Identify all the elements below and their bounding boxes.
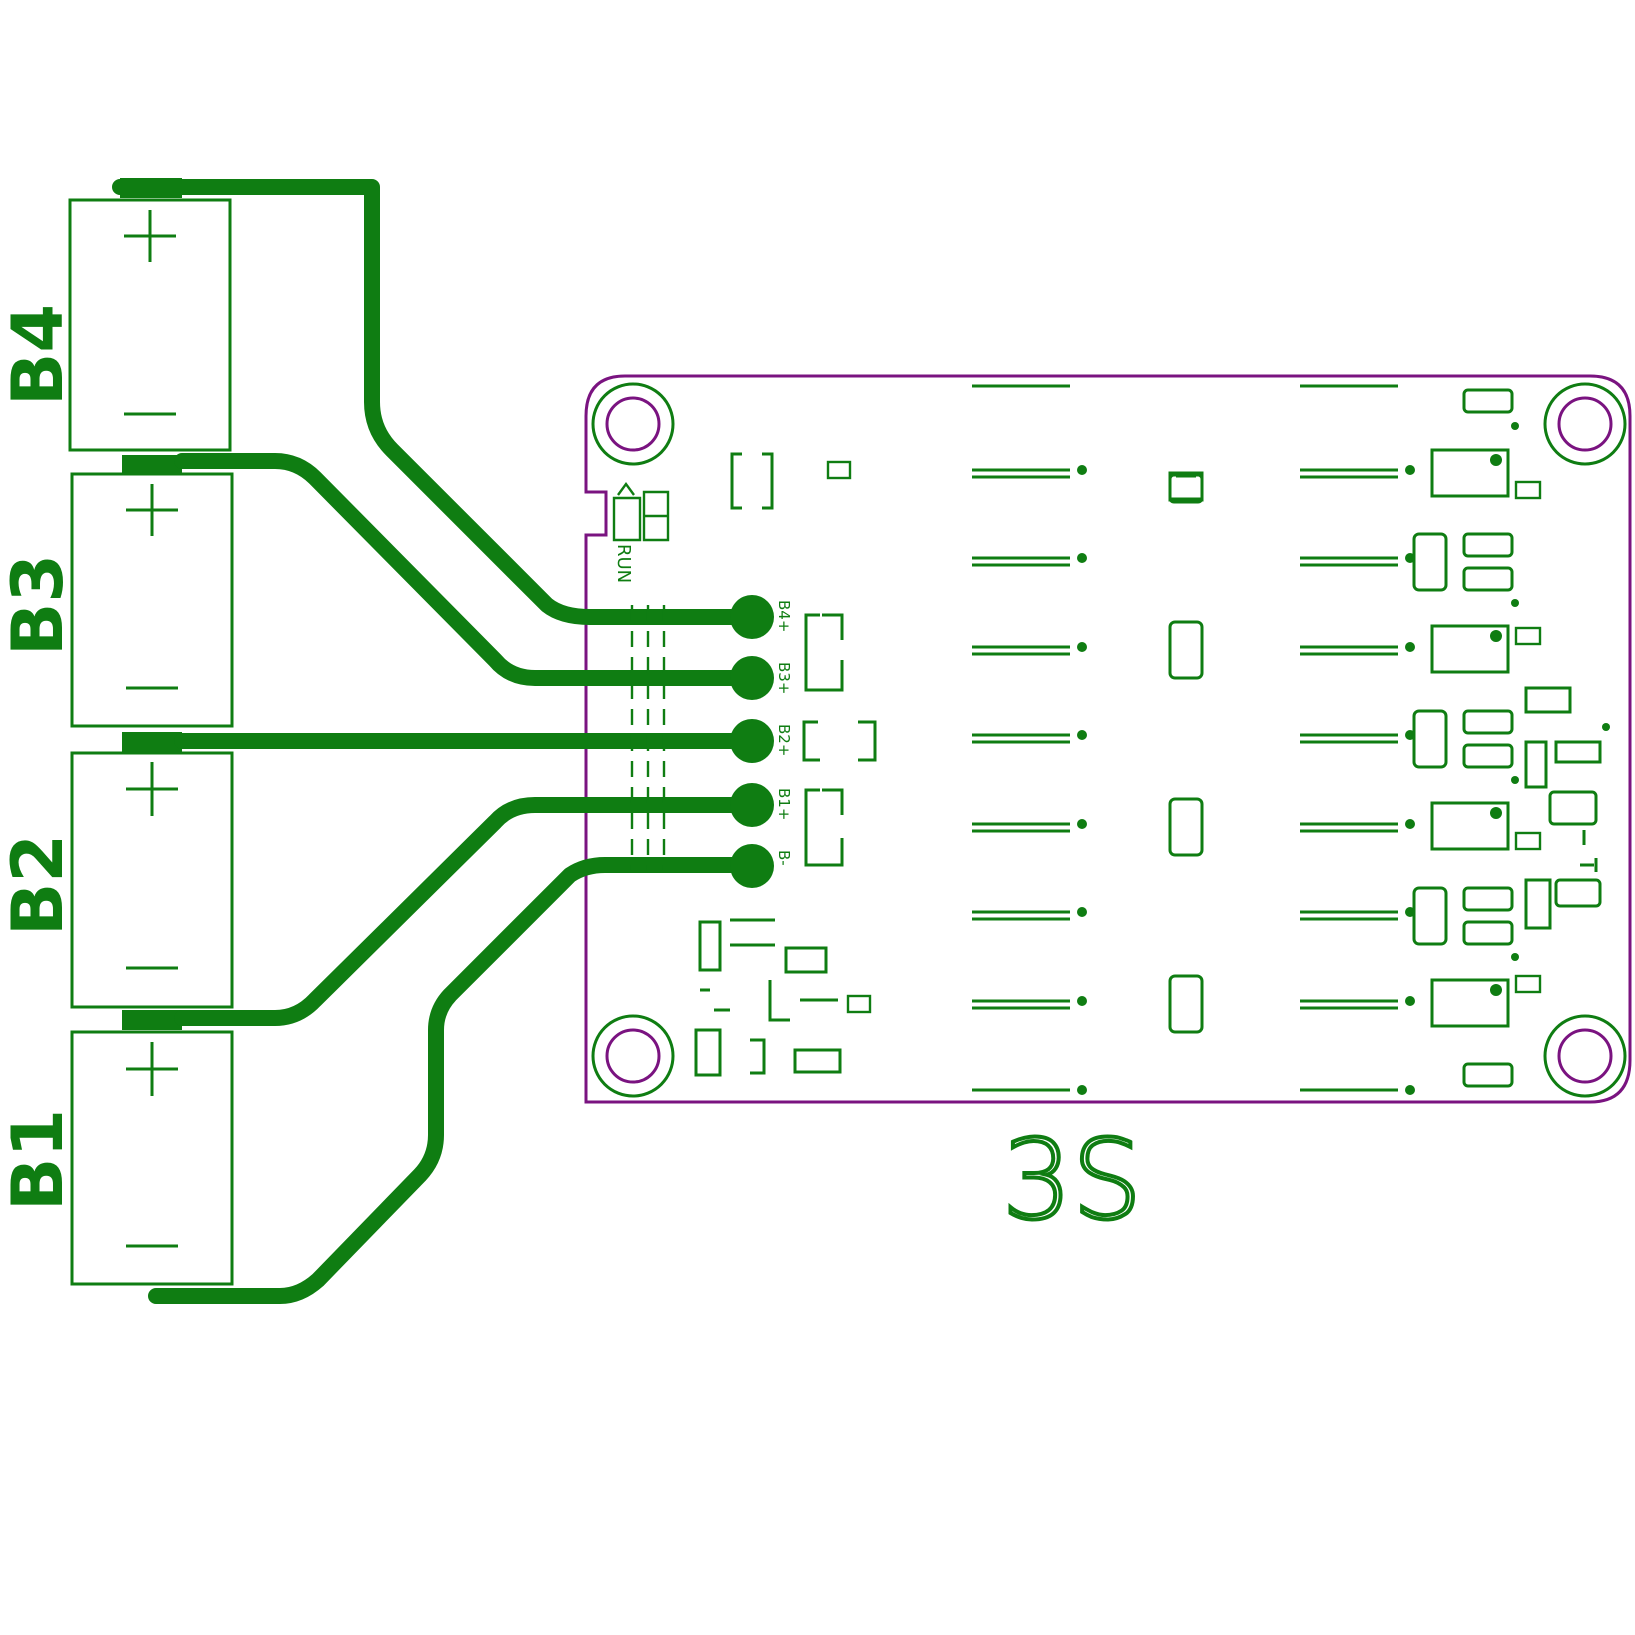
mounting-hole-bottom-right bbox=[1543, 1014, 1627, 1098]
battery-cell-b2 bbox=[70, 732, 234, 1009]
mosfet-pin-dots bbox=[1077, 465, 1415, 1095]
mosfet-array bbox=[972, 384, 1398, 1092]
config-label: 3S bbox=[1002, 1116, 1142, 1244]
center-capacitors bbox=[1168, 471, 1204, 1034]
component-r-b4-top bbox=[822, 613, 844, 640]
cell-label-b4: B4 bbox=[0, 304, 79, 406]
wire-b4-plus bbox=[112, 179, 760, 625]
mounting-hole-bottom-left bbox=[591, 1014, 675, 1098]
component-r-b2 bbox=[802, 720, 877, 762]
right-pin-dots bbox=[1511, 422, 1610, 961]
center-capacitor-top-full bbox=[1176, 474, 1196, 502]
mounting-hole-top-left bbox=[591, 382, 675, 466]
pcb-outline bbox=[584, 374, 1632, 1104]
mounting-hole-top-right bbox=[1543, 382, 1627, 466]
component-cluster-bottom-left bbox=[694, 918, 842, 1077]
run-led bbox=[612, 481, 642, 542]
pin-label-b2-plus: B2+ bbox=[775, 724, 793, 756]
run-label: RUN bbox=[613, 544, 634, 583]
battery-cell-b4 bbox=[68, 178, 232, 452]
component-c1 bbox=[826, 460, 852, 480]
cell-label-b2: B2 bbox=[0, 834, 79, 936]
pin-label-b3-plus: B3+ bbox=[775, 662, 793, 694]
cell-label-b1: B1 bbox=[0, 1109, 79, 1211]
component-c2 bbox=[846, 994, 872, 1014]
connector-guide-lines bbox=[630, 605, 666, 870]
right-ics bbox=[1430, 448, 1510, 1028]
wire-b-minus bbox=[148, 857, 760, 1304]
component-r-b4 bbox=[804, 613, 844, 692]
battery-cell-b1 bbox=[70, 1010, 234, 1286]
battery-cell-b3 bbox=[70, 455, 234, 728]
pin-label-b-minus: B- bbox=[775, 850, 793, 866]
right-small-caps bbox=[1514, 480, 1542, 994]
wire-b3-plus bbox=[174, 453, 760, 686]
run-resistor bbox=[642, 490, 670, 542]
balance-pads bbox=[730, 595, 774, 888]
cell-label-b3: B3 bbox=[0, 554, 79, 656]
pin-label-b1-plus: B1+ bbox=[775, 788, 793, 820]
component-u1 bbox=[730, 452, 774, 510]
pin-label-b4-plus: B4+ bbox=[775, 600, 793, 632]
right-passives bbox=[1412, 388, 1602, 1088]
component-r-b1 bbox=[804, 788, 844, 867]
wire-b1-plus bbox=[174, 797, 760, 1026]
